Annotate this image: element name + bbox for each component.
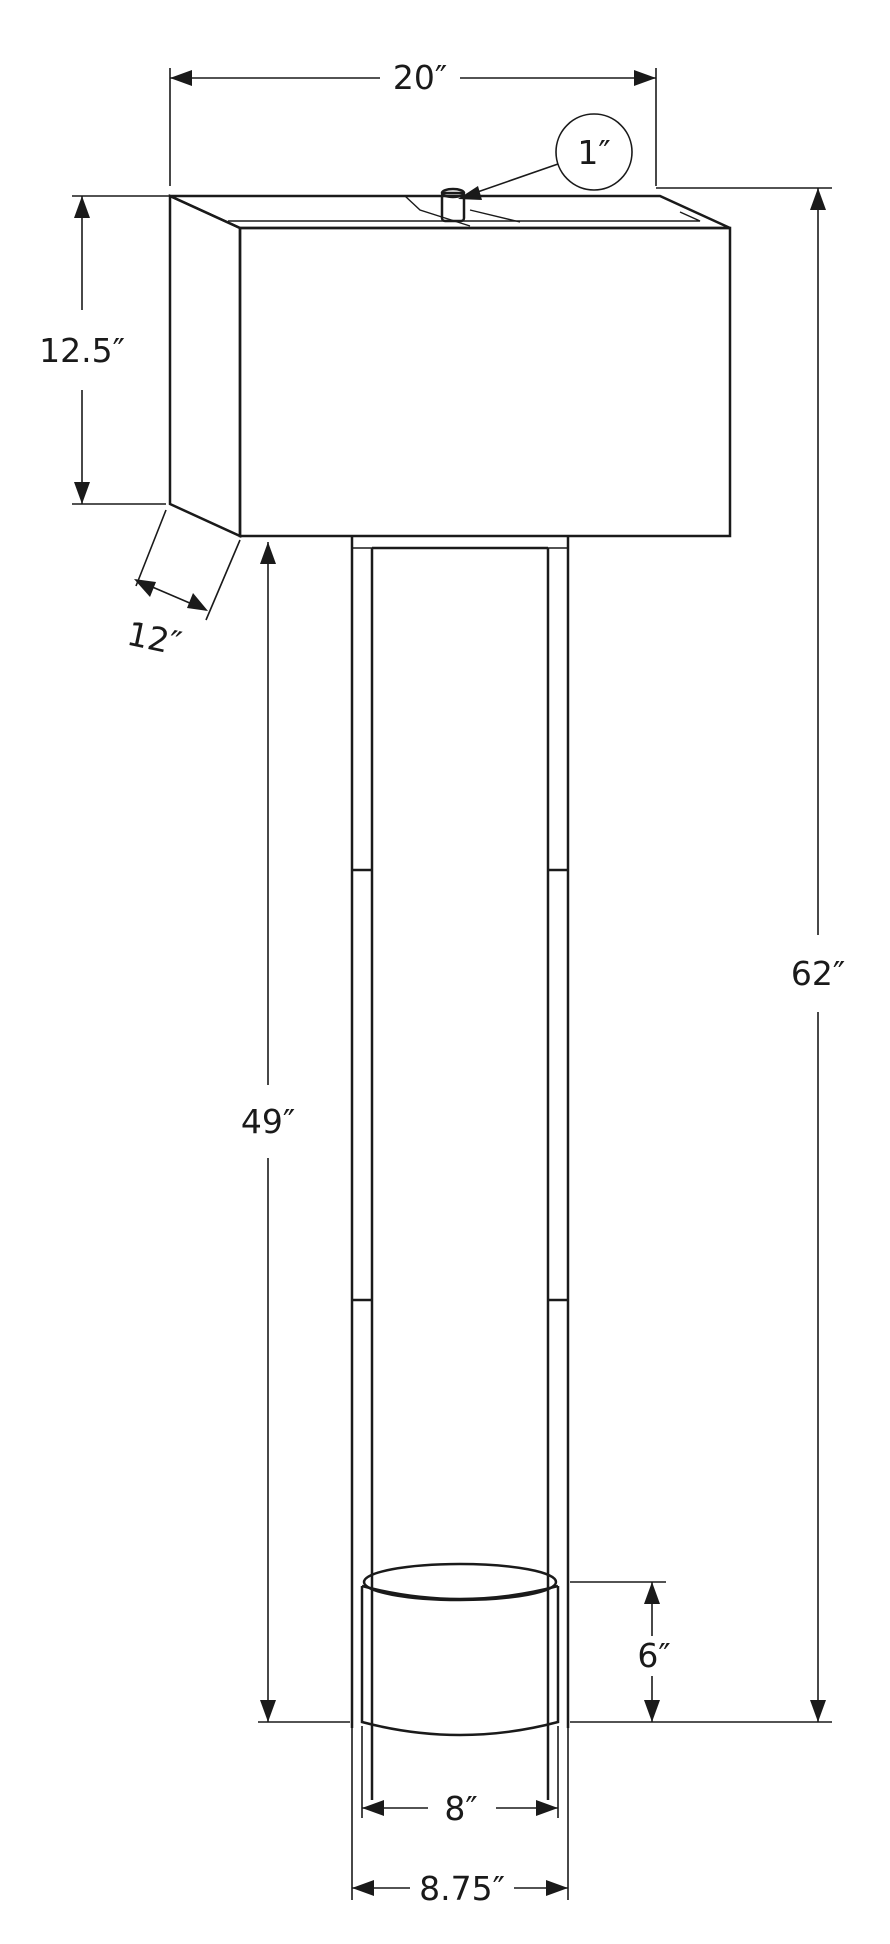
finial xyxy=(440,187,466,223)
shade-side-face xyxy=(168,194,242,538)
lamp-frame xyxy=(350,536,570,1800)
dim-overall-height: 62″ xyxy=(570,187,845,1723)
dim-finial: 1″ xyxy=(458,113,633,200)
dim-base-to-shade: 49″ xyxy=(241,542,350,1723)
label-overall-width: 20″ xyxy=(393,58,447,97)
dim-shade-height: 12.5″ xyxy=(39,195,170,505)
lamp-base xyxy=(360,1562,560,1737)
label-base-height: 6″ xyxy=(637,1636,670,1675)
shade-top-inner-edge xyxy=(228,211,701,222)
shade-top-face xyxy=(169,194,731,230)
shade-front-face xyxy=(238,226,732,538)
label-shade-height: 12.5″ xyxy=(39,331,125,370)
dim-overall-width: 20″ xyxy=(169,58,657,186)
dim-frame-width: 8.75″ xyxy=(351,1728,569,1908)
dim-base-height: 6″ xyxy=(570,1581,671,1722)
dim-base-diameter: 8″ xyxy=(361,1726,559,1828)
label-base-diameter: 8″ xyxy=(444,1789,477,1828)
dim-shade-depth: 12″ xyxy=(124,509,241,663)
label-base-to-shade: 49″ xyxy=(241,1102,295,1141)
label-finial: 1″ xyxy=(577,133,610,172)
lamp-shade xyxy=(168,194,732,538)
label-overall-height: 62″ xyxy=(791,954,845,993)
label-frame-width: 8.75″ xyxy=(419,1869,505,1908)
label-shade-depth: 12″ xyxy=(124,614,185,663)
